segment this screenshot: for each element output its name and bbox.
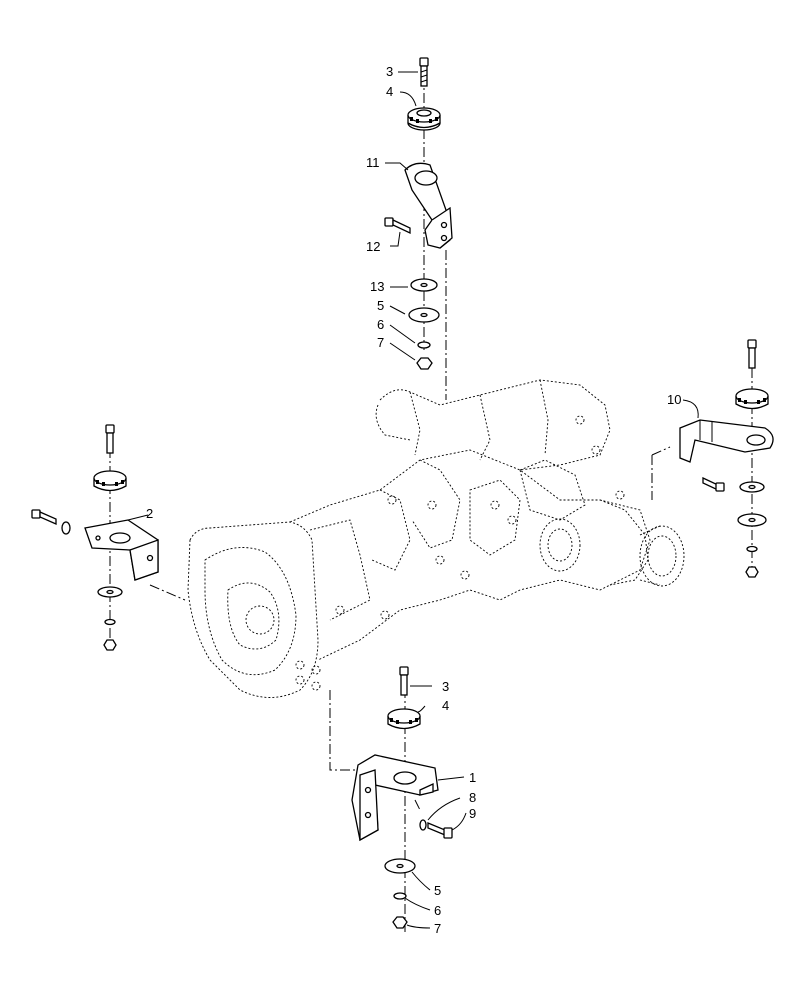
- lockwasher-6-bottom: [393, 892, 407, 900]
- callout-7-top: 7: [377, 335, 384, 350]
- callout-3-bottom: 3: [442, 679, 449, 694]
- callout-10: 10: [667, 392, 681, 407]
- callout-11: 11: [366, 155, 380, 170]
- bolt-3-bottom: [399, 666, 409, 696]
- leader-lines: [127, 71, 699, 929]
- nut-7-bottom: [392, 916, 408, 929]
- callout-4-bottom: 4: [442, 698, 449, 713]
- washer-8: [419, 819, 427, 831]
- bolt-12: [384, 217, 411, 235]
- bolt-3-top: [419, 57, 429, 87]
- callout-6-top: 6: [377, 317, 384, 332]
- callout-2: 2: [146, 506, 153, 521]
- right-mount-group: [679, 339, 774, 578]
- isolator-4-top: [407, 107, 441, 131]
- bolt-9: [427, 822, 453, 839]
- callout-labels: 3 4 11 12 13 5 6 7 10 2 3 4 1 8 9 5 6 7: [146, 64, 681, 936]
- callout-6-bottom: 6: [434, 903, 441, 918]
- callout-3-top: 3: [386, 64, 393, 79]
- left-mount-group: [31, 424, 159, 651]
- callout-7-bottom: 7: [434, 921, 441, 936]
- isolator-4-bottom: [387, 708, 421, 730]
- callout-4-top: 4: [386, 84, 393, 99]
- top-mount-group: [384, 57, 453, 370]
- callout-5-bottom: 5: [434, 883, 441, 898]
- nut-7-top: [416, 357, 433, 370]
- callout-12: 12: [366, 239, 380, 254]
- callout-8: 8: [469, 790, 476, 805]
- bottom-mount-group: [351, 666, 453, 929]
- lockwasher-6-top: [417, 341, 431, 349]
- transmission-housing: [187, 379, 685, 698]
- bracket-10: [679, 419, 774, 463]
- callout-1: 1: [469, 770, 476, 785]
- bracket-2: [84, 519, 159, 581]
- bracket-1: [351, 754, 439, 842]
- callout-13: 13: [370, 279, 384, 294]
- callout-5-top: 5: [377, 298, 384, 313]
- bracket-11: [404, 162, 453, 249]
- callout-9: 9: [469, 806, 476, 821]
